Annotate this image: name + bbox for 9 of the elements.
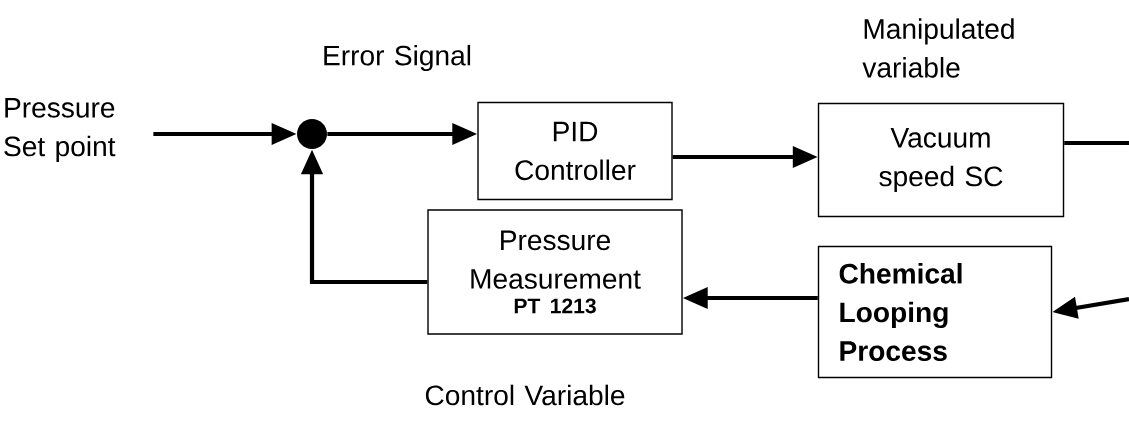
signal-label: Control Variable bbox=[425, 384, 625, 406]
signal-label: Manipulated variable bbox=[862, 18, 1014, 78]
process-box: Vacuum speed SC bbox=[817, 102, 1065, 218]
process-box: PID Controller bbox=[477, 101, 673, 201]
process-box: Pressure Measurement PT 1213 bbox=[427, 209, 683, 335]
process-box: Chemical Looping Process bbox=[817, 245, 1053, 379]
input-label: Pressure Set point bbox=[4, 98, 116, 162]
signal-label: Error Signal bbox=[324, 44, 471, 72]
summing-junction bbox=[297, 119, 327, 149]
